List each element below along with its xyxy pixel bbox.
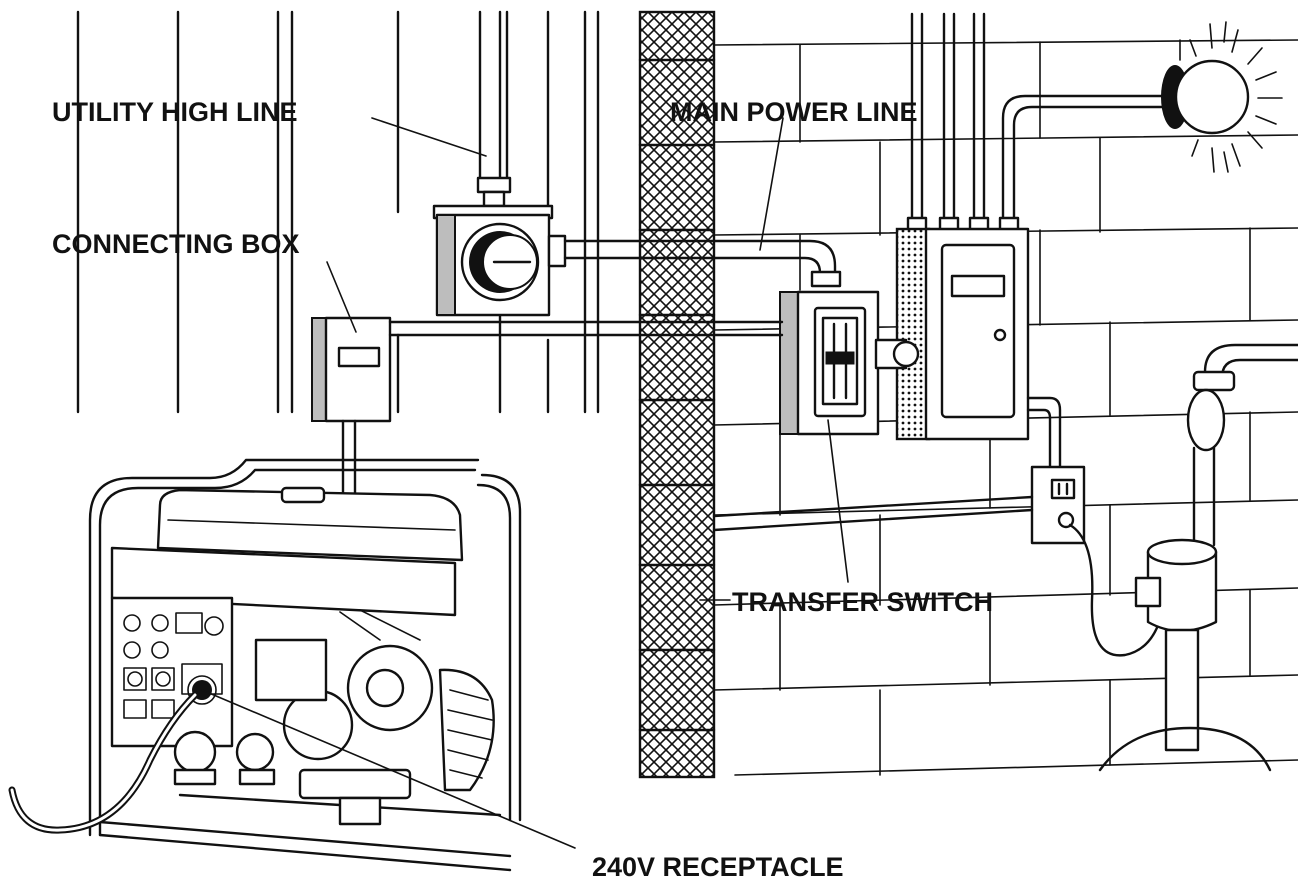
wall-column [638,10,716,779]
label-connecting-box: CONNECTING BOX [52,229,300,259]
panel-conduits [906,12,1167,232]
light-fixture [1161,21,1283,173]
leader-transfer-switch-a [827,419,849,583]
leader-connecting-box [326,261,357,333]
connecting-box [311,316,784,497]
portable-generator [8,458,522,872]
water-pump [1098,343,1298,772]
leader-lines [201,117,849,849]
main-power-line-conduit [563,239,842,288]
label-240v-receptacle: 240V RECEPTACLE [592,852,844,882]
main-service-panel [895,227,1030,441]
leader-240v-receptacle [201,689,576,849]
label-main-power-line: MAIN POWER LINE [670,97,918,127]
transfer-switch [779,290,920,436]
label-utility-high-line: UTILITY HIGH LINE [52,97,298,127]
leader-utility-high-line [371,117,487,157]
wall-outlet [712,396,1162,657]
siding-wall [76,10,600,414]
electric-meter [432,204,567,317]
leader-main-power-line [759,117,784,251]
utility-high-line [476,10,512,208]
label-transfer-switch: TRANSFER SWITCH [732,587,993,617]
